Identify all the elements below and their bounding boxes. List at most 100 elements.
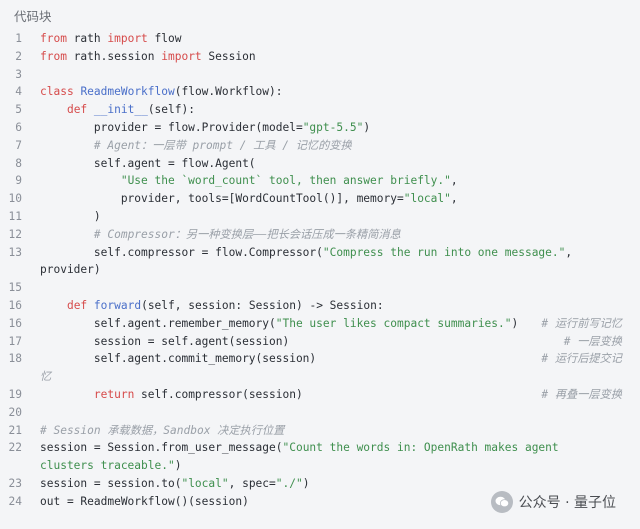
code-text: self.agent = flow.Agent(: [40, 155, 256, 173]
code-text: self.agent.commit_memory(session): [40, 350, 316, 368]
code-text: # Compressor：另一种变换层——把长会话压成一条精简消息: [40, 226, 401, 244]
code-line: 9 "Use the `word_count` tool, then answe…: [0, 172, 640, 190]
code-token: [87, 103, 94, 116]
inline-comment: # 运行后提交记: [541, 352, 622, 366]
code-token: ): [40, 209, 101, 223]
code-text: session = Session.from_user_message("Cou…: [40, 439, 559, 457]
line-number: 6: [15, 120, 22, 134]
inline-comment: # 运行前写记忆: [541, 316, 622, 330]
code-token: "local": [181, 476, 229, 490]
line-number: 11: [8, 209, 22, 223]
code-token: "Count the words in: OpenRath makes agen…: [282, 441, 559, 455]
code-text: provider): [40, 261, 101, 279]
code-token: Session: [201, 49, 256, 63]
code-text: session = session.to("local", spec="./"): [40, 475, 309, 493]
code-token: provider, tools=[WordCountTool()], memor…: [40, 192, 404, 206]
code-line: 21# Session 承载数据，Sandbox 决定执行位置: [0, 422, 640, 440]
code-token: session = session.to(: [40, 476, 182, 490]
code-token: rath.session: [66, 49, 162, 63]
code-token: from: [40, 49, 67, 63]
code-token: [87, 299, 94, 312]
code-line: 22 session = Session.from_user_message("C…: [0, 439, 640, 457]
code-token: self.agent = flow.Agent(: [40, 156, 256, 170]
code-token: [40, 299, 67, 312]
code-token: ): [302, 476, 310, 490]
code-token: "./": [275, 476, 303, 490]
code-token: flow: [147, 32, 182, 45]
code-line: 7 # Agent：一层带 prompt / 工具 / 记忆的变换: [0, 137, 640, 155]
watermark: 公众号 · 量子位: [490, 491, 616, 513]
line-number: 13: [8, 245, 22, 259]
line-number: 12: [8, 227, 22, 241]
code-token: "Use the `word_count` tool, then answer …: [120, 174, 451, 188]
code-token: session = Session.from_user_message(: [40, 441, 283, 455]
code-token: import: [107, 32, 148, 45]
line-number: 5: [15, 103, 22, 117]
code-line: 19 return self.compressor(session)# 再叠一层…: [0, 386, 640, 404]
code-line: 16 def forward(self, session: Session) -…: [0, 297, 640, 315]
code-token: ): [511, 316, 519, 330]
code-text: from rath.session import Session: [40, 48, 256, 66]
code-token: (self):: [147, 103, 195, 117]
code-token: [40, 388, 94, 401]
code-token: self.compressor(session): [134, 387, 303, 401]
code-text: def __init__(self):: [40, 101, 195, 119]
code-token: forward: [93, 298, 142, 312]
code-text: def forward(self, session: Session) -> S…: [40, 297, 384, 315]
wechat-icon: [490, 491, 513, 513]
code-token: ,: [450, 174, 458, 188]
line-number: 18: [8, 352, 22, 366]
code-token: rath: [66, 32, 108, 45]
code-text: class ReadmeWorkflow(flow.Workflow):: [40, 83, 283, 101]
code-text: ): [40, 208, 101, 226]
code-token: 忆: [40, 370, 52, 384]
code-text: "Use the `word_count` tool, then answer …: [40, 172, 458, 190]
code-text: session = self.agent(session): [40, 333, 289, 351]
code-token: self.compressor = flow.Compressor(: [40, 245, 323, 259]
code-token: provider): [40, 263, 101, 277]
code-text: clusters traceable."): [40, 457, 181, 475]
line-number: 24: [8, 494, 22, 508]
code-token: ): [363, 120, 371, 134]
line-number: 22: [8, 441, 22, 455]
code-line: 8 self.agent = flow.Agent(: [0, 155, 640, 173]
code-token: "Compress the run into one message.": [322, 245, 566, 259]
line-number: 20: [8, 405, 22, 419]
code-token: session = self.agent(session): [40, 334, 290, 348]
code-token: , spec=: [228, 476, 276, 490]
code-token: clusters traceable.": [40, 459, 175, 473]
inline-comment: # 再叠一层变换: [541, 387, 622, 401]
line-number: 16: [8, 316, 22, 330]
code-token: # Agent：一层带 prompt / 工具 / 记忆的变换: [93, 138, 352, 152]
code-text: # Session 承载数据，Sandbox 决定执行位置: [40, 422, 284, 440]
code-token: [40, 228, 94, 241]
code-token: ,: [565, 245, 573, 259]
code-text: out = ReadmeWorkflow()(session): [40, 493, 249, 511]
code-token: ,: [450, 192, 458, 206]
code-token: self.agent.remember_memory(: [40, 316, 276, 330]
code-token: # Session 承载数据，Sandbox 决定执行位置: [40, 423, 285, 437]
code-line: 13 self.compressor = flow.Compressor("Co…: [0, 244, 640, 262]
code-token: "The user likes compact summaries.": [275, 316, 512, 330]
code-text: self.compressor = flow.Compressor("Compr…: [40, 244, 572, 262]
code-text: provider = flow.Provider(model="gpt-5.5"…: [40, 119, 370, 137]
code-token: "gpt-5.5": [302, 120, 364, 134]
line-number: 16: [8, 298, 22, 312]
code-line: 忆: [0, 368, 640, 386]
code-line: 20: [0, 404, 640, 422]
code-token: return: [93, 387, 135, 401]
code-line: 6 provider = flow.Provider(model="gpt-5.…: [0, 119, 640, 137]
code-token: import: [161, 49, 202, 63]
code-token: ): [174, 459, 182, 473]
code-token: (self, session: Session) -> Session:: [141, 298, 384, 312]
line-number: 4: [15, 85, 22, 99]
code-line: 17 session = self.agent(session)# 一层变换: [0, 333, 640, 351]
code-text: return self.compressor(session): [40, 386, 303, 404]
code-token: ReadmeWorkflow: [80, 85, 175, 99]
code-line: 24 out = ReadmeWorkflow()(session): [0, 493, 640, 511]
code-token: __init__: [93, 103, 148, 117]
code-line: 5 def __init__(self):: [0, 101, 640, 119]
